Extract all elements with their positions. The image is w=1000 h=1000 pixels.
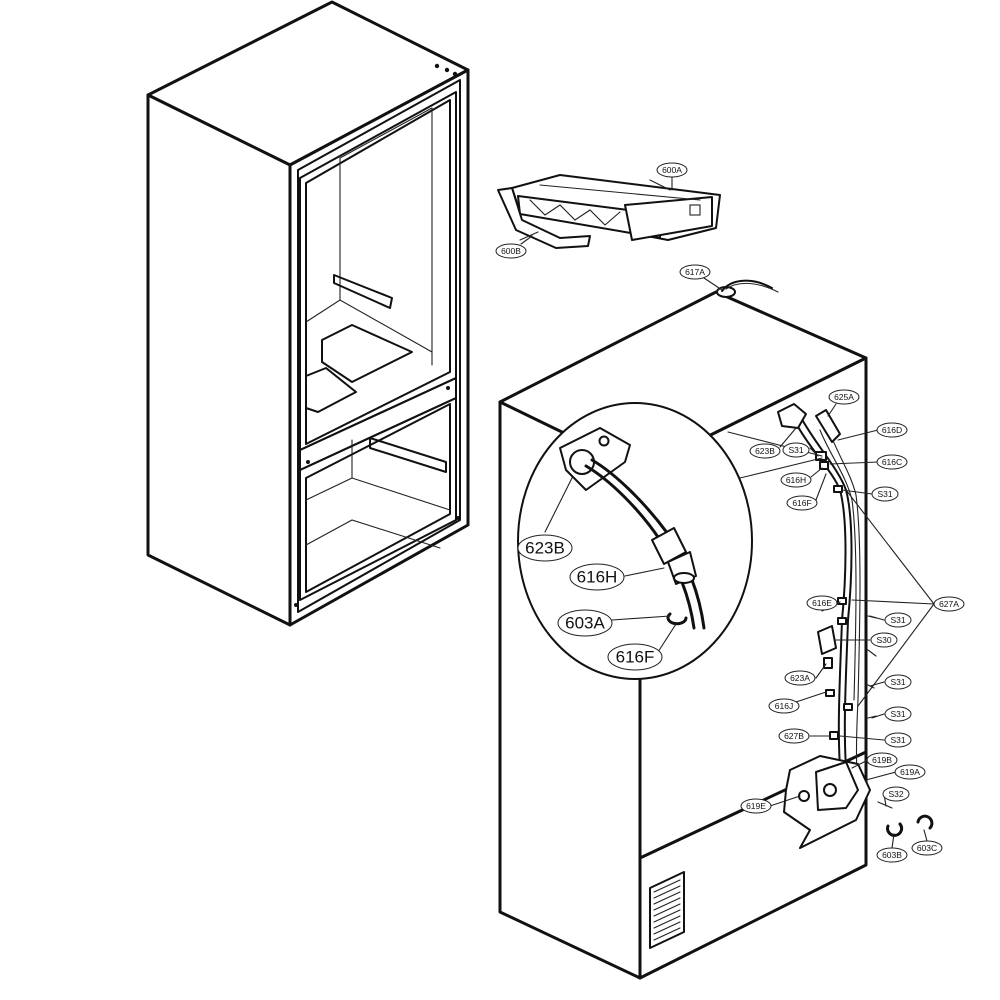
vent-grille xyxy=(649,871,685,949)
svg-text:S31: S31 xyxy=(788,445,803,455)
part-label-625a: 625A xyxy=(828,389,860,405)
water-line-assembly xyxy=(777,403,934,849)
svg-text:S31: S31 xyxy=(890,615,905,625)
svg-text:627A: 627A xyxy=(939,599,959,609)
part-label-619b: 619B xyxy=(866,752,898,768)
svg-text:S32: S32 xyxy=(888,789,903,799)
part-label-s31-1: S31 xyxy=(782,442,810,458)
part-label-603c: 603C xyxy=(911,840,943,856)
part-labels: 600A 600B 617A 625A 623B S31 616D 616C 6… xyxy=(495,162,965,863)
zoom-label-603a: 603A xyxy=(557,609,613,637)
part-label-s31-3: S31 xyxy=(884,612,912,628)
svg-text:627B: 627B xyxy=(784,731,804,741)
zoom-callout xyxy=(517,402,823,680)
part-label-600a: 600A xyxy=(656,162,688,178)
part-label-s32: S32 xyxy=(882,786,910,802)
part-label-623b: 623B xyxy=(749,443,781,459)
svg-text:619E: 619E xyxy=(746,801,766,811)
part-label-627a: 627A xyxy=(933,596,965,612)
ice-maker-assembly xyxy=(497,174,721,249)
part-label-619e: 619E xyxy=(740,798,772,814)
part-label-619a: 619A xyxy=(894,764,926,780)
svg-text:625A: 625A xyxy=(834,392,854,402)
svg-text:S31: S31 xyxy=(890,735,905,745)
svg-text:603B: 603B xyxy=(882,850,902,860)
part-label-600b: 600B xyxy=(495,243,527,259)
svg-text:616F: 616F xyxy=(616,648,655,667)
part-label-616c: 616C xyxy=(876,454,908,470)
svg-text:616E: 616E xyxy=(812,598,832,608)
svg-text:600B: 600B xyxy=(501,246,521,256)
part-label-s31-6: S31 xyxy=(884,732,912,748)
svg-text:616C: 616C xyxy=(882,457,902,467)
svg-text:616F: 616F xyxy=(792,498,811,508)
part-label-s30: S30 xyxy=(870,632,898,648)
svg-text:603A: 603A xyxy=(565,614,605,633)
part-label-s31-4: S31 xyxy=(884,674,912,690)
part-label-623a: 623A xyxy=(784,670,816,686)
svg-text:S31: S31 xyxy=(877,489,892,499)
svg-text:616H: 616H xyxy=(786,475,806,485)
svg-text:600A: 600A xyxy=(662,165,682,175)
part-label-616f: 616F xyxy=(786,495,818,511)
svg-text:623A: 623A xyxy=(790,673,810,683)
svg-text:623B: 623B xyxy=(525,539,565,558)
cabinet-front-view xyxy=(146,0,470,627)
part-label-s31-2: S31 xyxy=(871,486,899,502)
part-label-616h: 616H xyxy=(780,472,812,488)
svg-text:603C: 603C xyxy=(917,843,937,853)
part-label-603b: 603B xyxy=(876,847,908,863)
zoom-label-616h: 616H xyxy=(569,563,625,591)
svg-text:617A: 617A xyxy=(685,267,705,277)
svg-text:616J: 616J xyxy=(775,701,793,711)
svg-text:S30: S30 xyxy=(876,635,891,645)
part-label-616j: 616J xyxy=(768,698,800,714)
svg-text:S31: S31 xyxy=(890,709,905,719)
svg-text:S31: S31 xyxy=(890,677,905,687)
svg-text:616H: 616H xyxy=(577,568,618,587)
svg-text:616D: 616D xyxy=(882,425,902,435)
svg-text:619B: 619B xyxy=(872,755,892,765)
part-label-617a: 617A xyxy=(679,264,711,280)
part-label-616e: 616E xyxy=(806,595,838,611)
part-label-s31-5: S31 xyxy=(884,706,912,722)
svg-text:619A: 619A xyxy=(900,767,920,777)
zoom-label-623b: 623B xyxy=(517,534,573,562)
part-label-616d: 616D xyxy=(876,422,908,438)
part-label-627b: 627B xyxy=(778,728,810,744)
svg-text:623B: 623B xyxy=(755,446,775,456)
zoom-label-616f: 616F xyxy=(607,643,663,671)
